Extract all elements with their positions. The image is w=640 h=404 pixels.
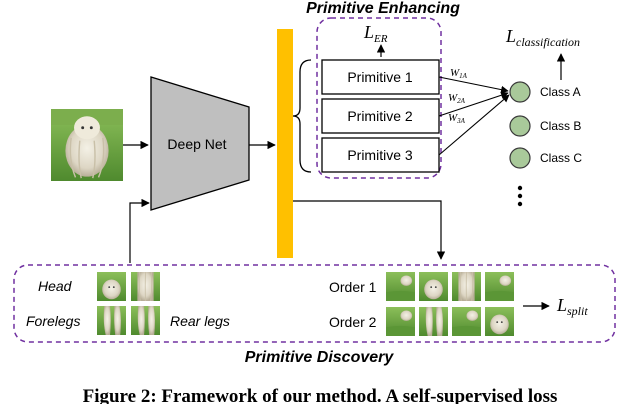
svg-text:Class A: Class A — [540, 85, 581, 99]
part-label-rear-legs: Rear legs — [170, 313, 230, 329]
input-dog-image — [51, 108, 123, 182]
svg-text:Class B: Class B — [540, 119, 581, 133]
loss-classification-label: Lclassification — [505, 26, 580, 49]
loss-split-label: Lsplit — [556, 295, 588, 318]
order-1-patches — [386, 272, 514, 301]
weight-label-1: W1A — [450, 67, 468, 80]
weight-label-3: W3A — [448, 112, 466, 125]
feature-map-bar — [277, 29, 293, 258]
primitive-brace — [292, 59, 312, 173]
order-label-1: Order 1 — [329, 279, 377, 295]
enhancing-dashed-box — [316, 17, 442, 179]
part-label-forelegs: Forelegs — [26, 313, 80, 329]
primitive-box-2: Primitive 2 — [321, 98, 440, 134]
weight-arrow-1 — [438, 76, 509, 94]
loss-er-label: LER — [363, 22, 388, 45]
primitive-box-3: Primitive 3 — [321, 137, 440, 173]
weight-arrow-3 — [438, 94, 510, 156]
feature-to-discovery-arrow — [293, 200, 446, 260]
class-ellipsis — [517, 185, 523, 207]
svg-text:Primitive 3: Primitive 3 — [347, 147, 413, 163]
part-label-head: Head — [38, 278, 73, 294]
class-node-a: Class A — [509, 81, 581, 103]
figure-caption: Figure 2: Framework of our method. A sel… — [83, 386, 558, 404]
class-node-b: Class B — [509, 115, 581, 137]
primitive-enhancing-title: Primitive Enhancing — [306, 0, 460, 17]
deep-net-label: Deep Net — [167, 136, 226, 152]
part-patches — [97, 272, 160, 335]
weight-arrow-2 — [438, 91, 509, 117]
order-2-patches — [386, 307, 514, 336]
svg-text:Class C: Class C — [540, 151, 582, 165]
class-node-c: Class C — [509, 147, 582, 169]
svg-text:Primitive 1: Primitive 1 — [347, 69, 413, 85]
primitive-box-1: Primitive 1 — [321, 59, 440, 95]
deep-net-block: Deep Net — [150, 76, 250, 211]
order-label-2: Order 2 — [329, 314, 377, 330]
discovery-to-net-arrow — [129, 198, 150, 263]
svg-text:Primitive 2: Primitive 2 — [347, 108, 413, 124]
primitive-discovery-title: Primitive Discovery — [245, 349, 395, 366]
weight-label-2: W2A — [448, 92, 466, 105]
